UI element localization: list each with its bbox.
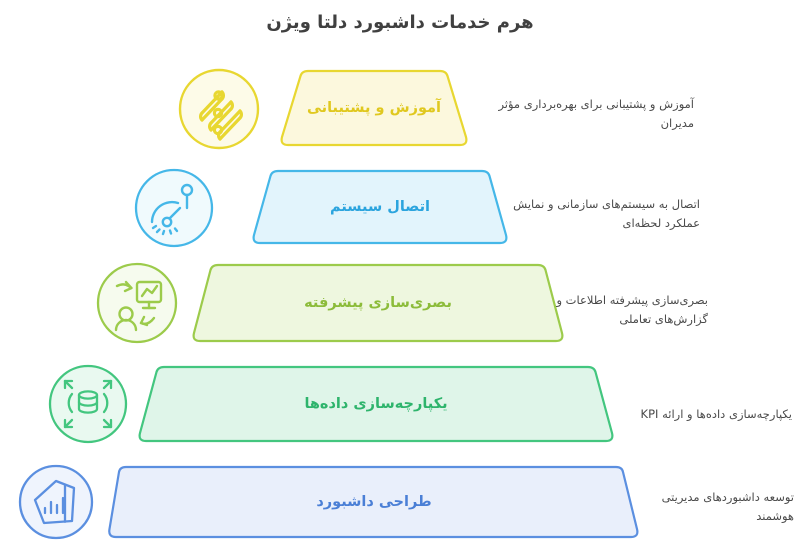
gauge-icon	[134, 168, 214, 248]
icon-badge-data-integration	[48, 364, 128, 444]
band-system-connection[interactable]: اتصال سیستم	[248, 166, 512, 248]
band-training-support[interactable]: آموزش و پشتیبانی	[276, 66, 472, 150]
band-shape	[280, 69, 468, 147]
description-advanced-visualization: بصری‌سازی پیشرفته اطلاعات و گزارش‌های تع…	[556, 293, 708, 326]
band-shape	[108, 465, 639, 539]
band-advanced-visualization[interactable]: بصری‌سازی پیشرفته	[188, 260, 568, 346]
icon-badge-system-connection	[134, 168, 214, 248]
band-shape	[252, 169, 508, 245]
description-data-integration: یکپارچه‌سازی داده‌ها و ارائه KPI	[640, 407, 792, 421]
description-dashboard-design: توسعه داشبوردهای مدیریتی هوشمند	[661, 490, 794, 523]
icon-badge-training-support	[178, 68, 260, 150]
description-training-support: آموزش و پشتیبانی برای بهره‌برداری مؤثر م…	[498, 97, 694, 130]
icon-badge-dashboard-design	[18, 464, 94, 540]
slider-bars-icon	[178, 68, 260, 150]
page-title: هرم خدمات داشبورد دلتا ویژن	[266, 12, 534, 33]
database-expand-icon	[48, 364, 128, 444]
presentation-person-icon	[96, 262, 178, 344]
chart-document-icon	[18, 464, 94, 540]
band-data-integration[interactable]: یکپارچه‌سازی داده‌ها	[134, 362, 618, 446]
band-shape	[192, 263, 564, 343]
icon-badge-advanced-visualization	[96, 262, 178, 344]
band-shape	[138, 365, 614, 443]
band-dashboard-design[interactable]: طراحی داشبورد	[104, 462, 644, 542]
description-system-connection: اتصال به سیستم‌های سازمانی و نمایش عملکر…	[513, 197, 700, 230]
